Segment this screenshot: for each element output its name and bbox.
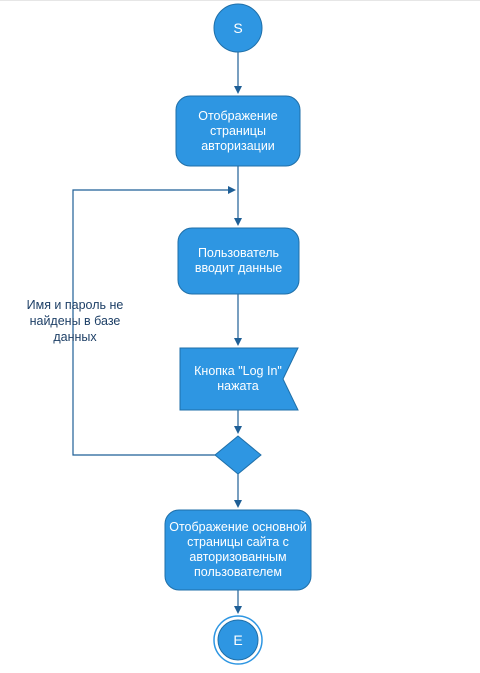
end-label: E [233, 631, 243, 648]
user-input-label: Пользователь вводит данные [194, 246, 283, 275]
edge-decision-loop-back [72, 186, 236, 456]
start-label: S [233, 19, 243, 36]
node-user-input [177, 227, 300, 295]
decision-diamond [214, 435, 262, 475]
node-login-page [175, 95, 301, 167]
node-login-pressed [179, 347, 299, 411]
main-page-label: Отображение основной страницы сайта с ав… [169, 520, 307, 579]
end-node [217, 619, 259, 661]
login-page-label: Отображение страницы авторизации [198, 108, 278, 153]
top-border [0, 0, 480, 1]
login-pressed-label: Кнопка "Log In" нажата [194, 364, 282, 393]
start-node [213, 3, 263, 53]
node-main-page [164, 509, 312, 591]
loop-condition-label: Имя и пароль не найдены в базе данных [26, 298, 124, 344]
